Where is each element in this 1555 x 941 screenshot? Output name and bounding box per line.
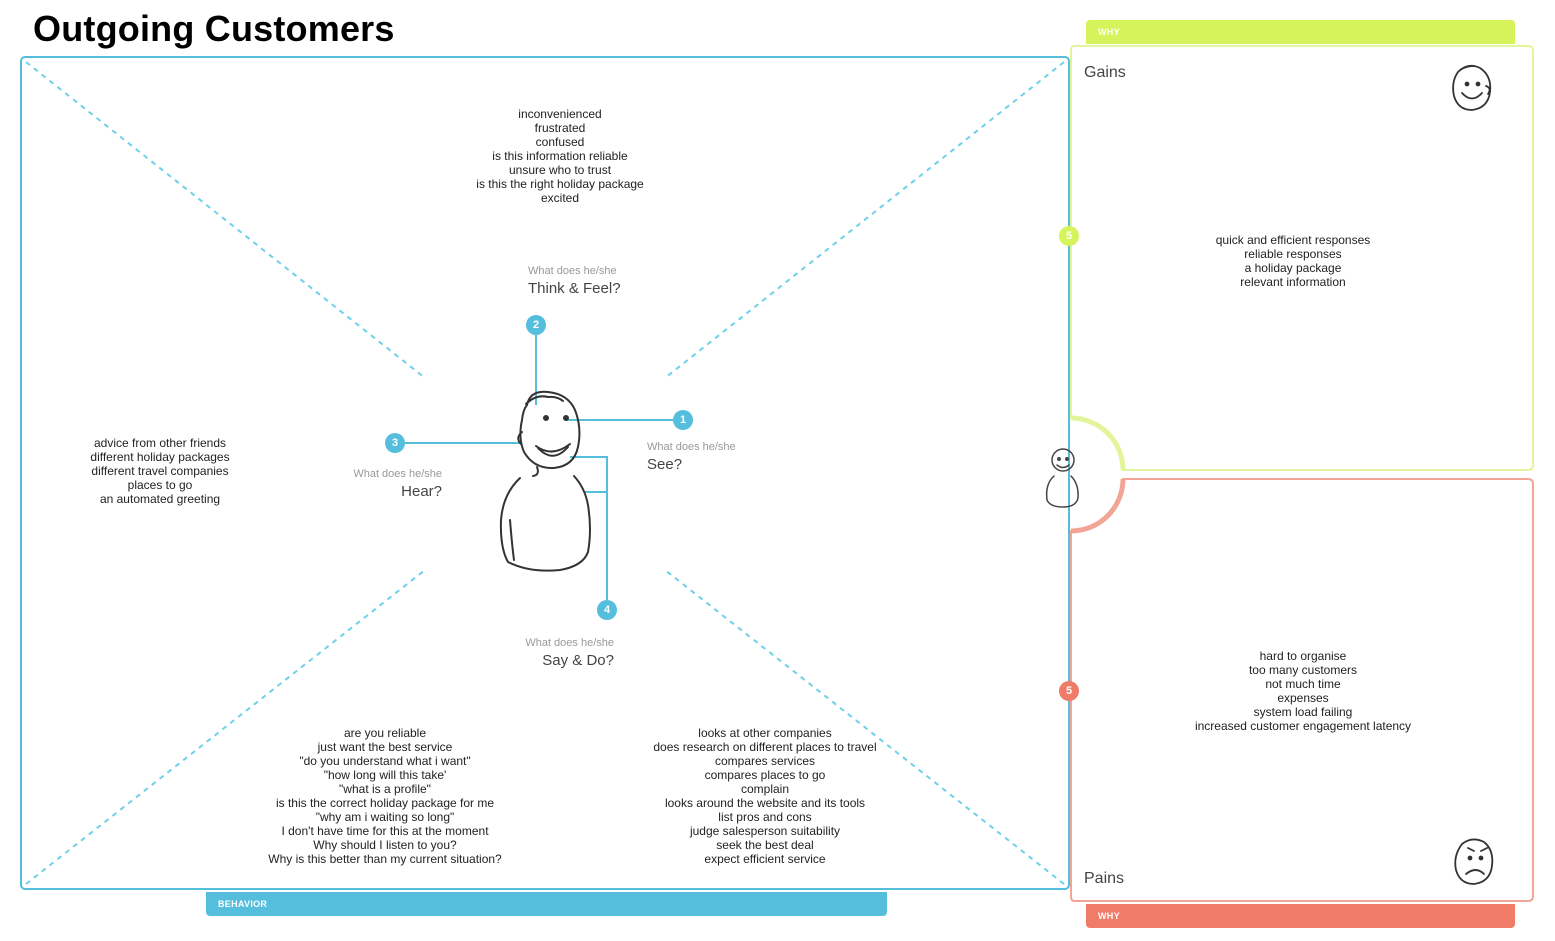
note: just want the best service xyxy=(317,740,453,754)
person-sketch-icon xyxy=(499,390,591,572)
badge-say-do: 4 xyxy=(597,600,617,620)
think-feel-notes: inconvenienced frustrated confused is th… xyxy=(460,107,660,205)
pains-notes: hard to organise too many customers not … xyxy=(1173,649,1433,733)
see-notes: looks at other companies does research o… xyxy=(635,726,895,866)
side-person-icon xyxy=(1045,448,1079,508)
note: is this information reliable xyxy=(492,149,628,163)
hear-notes: advice from other friends different holi… xyxy=(70,436,250,506)
note: "what is a profile" xyxy=(339,782,431,796)
note: places to go xyxy=(127,478,193,492)
note: quick and efficient responses xyxy=(1215,233,1371,247)
note: compares places to go xyxy=(704,768,826,782)
note: advice from other friends xyxy=(93,436,227,450)
gains-label: Gains xyxy=(1084,64,1126,81)
pains-arc xyxy=(1070,478,1126,534)
badge-think-feel: 2 xyxy=(526,315,546,335)
note: reliable responses xyxy=(1244,247,1342,261)
note: list pros and cons xyxy=(718,810,812,824)
note: too many customers xyxy=(1248,663,1358,677)
happy-face-icon xyxy=(1452,64,1492,111)
pains-label: Pains xyxy=(1084,870,1125,887)
note: an automated greeting xyxy=(99,492,221,506)
say-do-notes: are you reliable just want the best serv… xyxy=(255,726,515,866)
note: is this the correct holiday package for … xyxy=(275,796,495,810)
note: relevant information xyxy=(1240,275,1346,289)
prompt-small: What does he/she xyxy=(525,637,614,649)
see-prompt: What does he/she See? xyxy=(647,441,736,473)
note: expect efficient service xyxy=(704,852,826,866)
note: confused xyxy=(535,135,585,149)
note: looks at other companies xyxy=(698,726,832,740)
note: expenses xyxy=(1277,691,1329,705)
prompt-small: What does he/she xyxy=(353,468,442,480)
note: does research on different places to tra… xyxy=(653,740,877,754)
note: Why is this better than my current situa… xyxy=(268,852,502,866)
note: not much time xyxy=(1265,677,1341,691)
connector-lines xyxy=(405,335,673,600)
note: I don't have time for this at the moment xyxy=(281,824,489,838)
note: increased customer engagement latency xyxy=(1194,719,1412,733)
prompt-big: Think & Feel? xyxy=(528,280,621,297)
prompt-big: Say & Do? xyxy=(542,652,614,669)
prompt-small: What does he/she xyxy=(528,265,617,277)
note: "do you understand what i want" xyxy=(299,754,471,768)
note: "how long will this take' xyxy=(323,768,447,782)
note: inconvenienced xyxy=(518,107,602,121)
note: judge salesperson suitability xyxy=(689,824,841,838)
hear-prompt: What does he/she Hear? xyxy=(344,468,442,500)
note: hard to organise xyxy=(1259,649,1347,663)
prompt-small: What does he/she xyxy=(647,441,736,453)
note: compares services xyxy=(714,754,816,768)
badge-gains: 5 xyxy=(1059,226,1079,246)
gains-arc xyxy=(1070,415,1126,471)
note: seek the best deal xyxy=(716,838,814,852)
note: excited xyxy=(540,191,580,205)
note: a holiday package xyxy=(1244,261,1342,275)
note: Why should I listen to you? xyxy=(313,838,457,852)
note: system load failing xyxy=(1253,705,1353,719)
empathy-frame xyxy=(20,56,1070,890)
note: "why am i waiting so long" xyxy=(315,810,455,824)
gains-why-tab: WHY xyxy=(1086,20,1515,44)
dashed-diagonals xyxy=(25,61,1065,885)
prompt-big: Hear? xyxy=(401,483,442,500)
say-do-prompt: What does he/she Say & Do? xyxy=(516,637,614,669)
note: complain xyxy=(740,782,790,796)
think-feel-prompt: What does he/she Think & Feel? xyxy=(528,265,621,297)
note: looks around the website and its tools xyxy=(664,796,866,810)
note: is this the right holiday package xyxy=(476,177,644,191)
badge-pains: 5 xyxy=(1059,681,1079,701)
sad-face-icon xyxy=(1454,838,1494,885)
note: different holiday packages xyxy=(90,450,230,464)
note: frustrated xyxy=(534,121,586,135)
note: are you reliable xyxy=(343,726,427,740)
gains-notes: quick and efficient responses reliable r… xyxy=(1193,233,1393,289)
note: unsure who to trust xyxy=(508,163,612,177)
pains-why-tab: WHY xyxy=(1086,904,1515,928)
prompt-big: See? xyxy=(647,456,683,473)
behavior-tab: BEHAVIOR xyxy=(206,892,887,916)
badge-see: 1 xyxy=(673,410,693,430)
note: different travel companies xyxy=(91,464,229,478)
page-title: Outgoing Customers xyxy=(33,8,395,49)
badge-hear: 3 xyxy=(385,433,405,453)
